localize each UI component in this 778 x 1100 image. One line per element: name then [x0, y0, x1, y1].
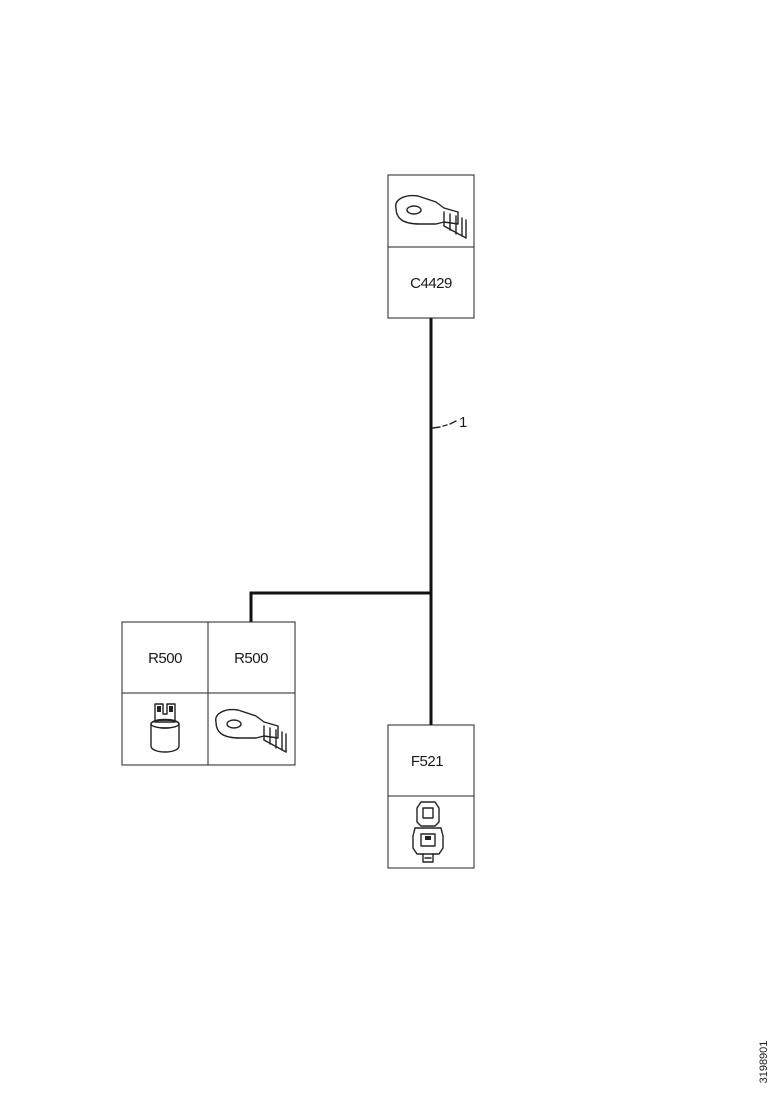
connector-c4429-label: C4429 [410, 275, 452, 292]
connector-r500-b-label-cell [207, 621, 296, 694]
wire-label-leader [432, 420, 457, 429]
ring-terminal-icon [215, 708, 287, 753]
relay-base-icon [150, 703, 180, 753]
wire-label: 1 [459, 414, 467, 431]
connector-c4429-icon-cell [387, 174, 475, 248]
connector-c4429[interactable]: C4429 [387, 174, 475, 319]
ring-terminal-icon [395, 194, 467, 239]
connector-c4429-label-cell [387, 246, 475, 319]
connector-r500-a-icon-cell [121, 692, 209, 766]
document-id-text: 3198901 [758, 1040, 770, 1084]
connector-f521-label: F521 [411, 753, 443, 770]
wire-branch-r500 [249, 591, 431, 622]
connector-r500-a-label-cell [121, 621, 209, 694]
connector-r500-b-icon-cell [207, 692, 296, 766]
connector-r500-a-label: R500 [148, 650, 182, 667]
document-id: 3198901 [756, 1032, 772, 1092]
wire-label-group: 1 [432, 414, 468, 431]
connector-r500-pair[interactable]: R500 R500 [121, 621, 296, 766]
connector-r500-b-label: R500 [234, 650, 268, 667]
wires [249, 318, 433, 725]
connector-f521-icon-cell [387, 795, 475, 869]
connector-f521-label-cell [387, 724, 475, 797]
fuse-holder-icon [412, 801, 444, 863]
connector-f521[interactable]: F521 [387, 724, 475, 869]
